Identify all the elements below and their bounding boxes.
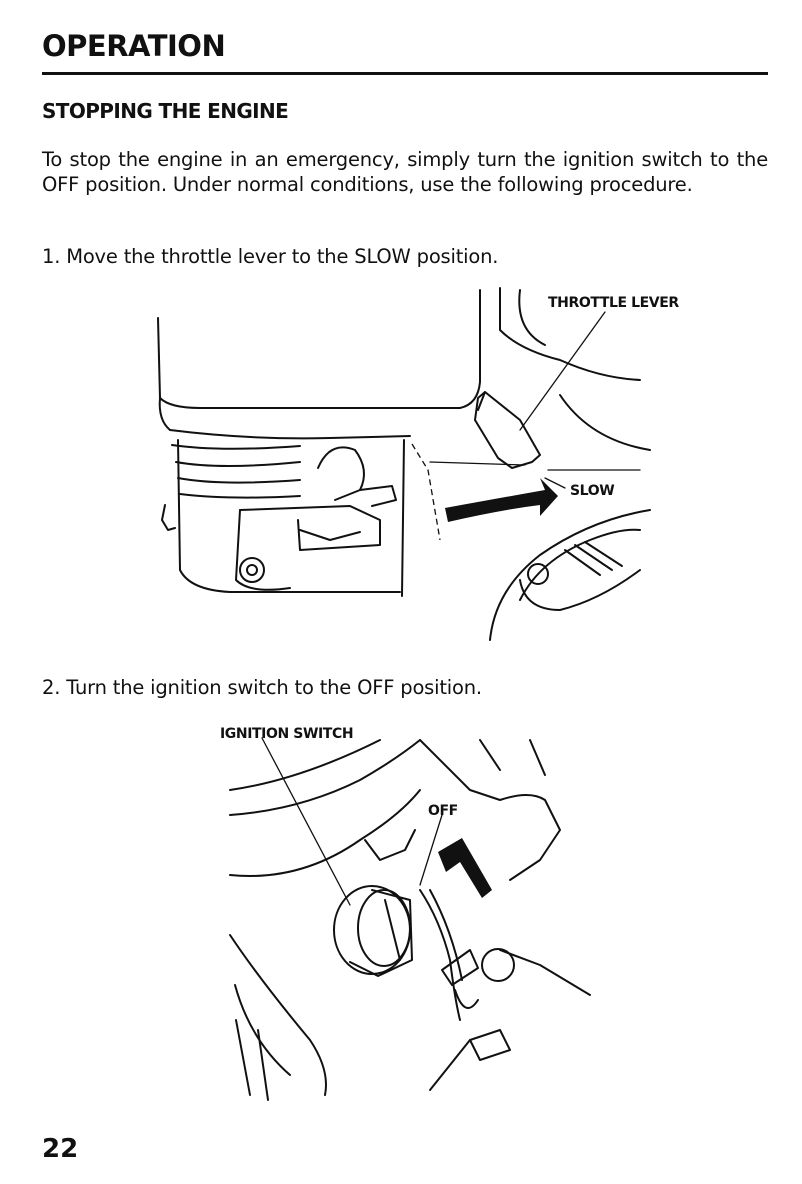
ignition-switch-label: IGNITION SWITCH <box>220 726 353 742</box>
slow-label: SLOW <box>570 483 614 499</box>
step-2-text: 2. Turn the ignition switch to the OFF p… <box>42 676 482 699</box>
intro-paragraph: To stop the engine in an emergency, simp… <box>42 148 768 196</box>
section-heading: STOPPING THE ENGINE <box>42 99 289 123</box>
header-rule <box>42 72 768 75</box>
page-number: 22 <box>42 1134 79 1164</box>
off-label: OFF <box>428 803 458 819</box>
step-1-text: 1. Move the throttle lever to the SLOW p… <box>42 245 499 268</box>
throttle-lever-label: THROTTLE LEVER <box>548 295 679 311</box>
page-title: OPERATION <box>42 29 226 63</box>
